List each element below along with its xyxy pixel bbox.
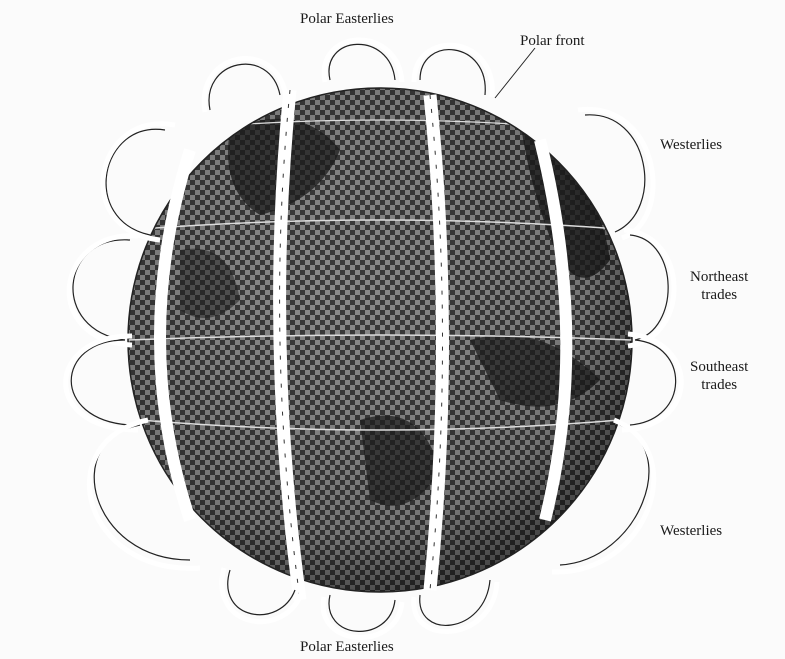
label-polar-easterlies-top: Polar Easterlies (300, 10, 394, 28)
polar-front-pointer (495, 48, 535, 98)
label-northeast-trades: Northeast trades (690, 268, 748, 304)
label-northeast-line2: trades (690, 286, 748, 304)
label-northeast-line1: Northeast (690, 268, 748, 286)
label-polar-front: Polar front (520, 32, 585, 50)
label-southeast-line1: Southeast (690, 358, 748, 376)
label-polar-easterlies-bottom: Polar Easterlies (300, 638, 394, 656)
label-southeast-line2: trades (690, 376, 748, 394)
label-southeast-trades: Southeast trades (690, 358, 748, 394)
globe (128, 88, 632, 592)
label-westerlies-top: Westerlies (660, 136, 722, 154)
label-westerlies-bottom: Westerlies (660, 522, 722, 540)
